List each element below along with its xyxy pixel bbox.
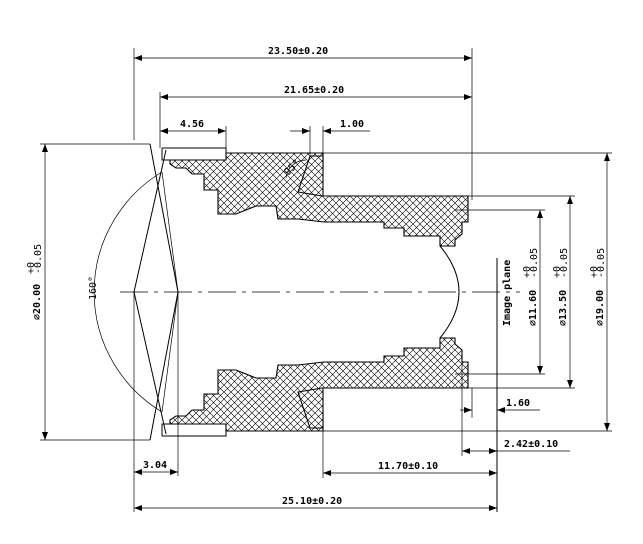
dim-dia-front-tol-up: +0 — [26, 262, 37, 274]
fov-arc — [93, 171, 163, 413]
dim-dia-flange-tol-up: +0 — [589, 266, 600, 278]
barrel-lower-step — [297, 387, 324, 429]
dim-overall-top: 23.50±0.20 — [268, 46, 328, 57]
dim-dia-thread-tol-low: -0.05 — [529, 248, 540, 278]
dim-inner-top: 21.65±0.20 — [284, 85, 344, 96]
dim-dia-front: ⌀20.00 — [32, 284, 43, 320]
dim-front-width: 4.56 — [180, 119, 204, 130]
dim-back-step: 1.60 — [506, 398, 530, 409]
dim-dia-flange: ⌀19.00 — [595, 290, 606, 326]
dim-dia-thread: ⌀11.60 — [528, 290, 539, 326]
dim-dia-mid-tol-low: -0.05 — [559, 248, 570, 278]
dim-lens-front: 3.04 — [143, 460, 167, 471]
dim-back-focal: 2.42±0.10 — [504, 439, 558, 450]
dim-dia-flange-tol-low: -0.05 — [596, 248, 607, 278]
dim-mount-length: 11.70±0.10 — [378, 461, 438, 472]
front-ring-upper — [161, 147, 227, 161]
dim-dia-thread-tol-up: +0 — [522, 266, 533, 278]
fov-ray-down — [161, 291, 179, 413]
dim-overall-bottom: 25.10±0.20 — [282, 496, 342, 507]
dim-step: 1.00 — [340, 119, 364, 130]
barrel-upper-step — [297, 155, 324, 197]
fov-label: 160° — [88, 276, 99, 300]
fov-ray-up — [161, 171, 179, 293]
dim-dia-mid: ⌀13.50 — [558, 290, 569, 326]
dim-dia-front-tol-low: -0.05 — [33, 244, 44, 274]
dim-dia-mid-tol-up: +0 — [552, 266, 563, 278]
rear-element — [439, 245, 460, 339]
front-ring-lower — [161, 423, 227, 437]
image-plane-label: Image plane — [502, 260, 513, 326]
